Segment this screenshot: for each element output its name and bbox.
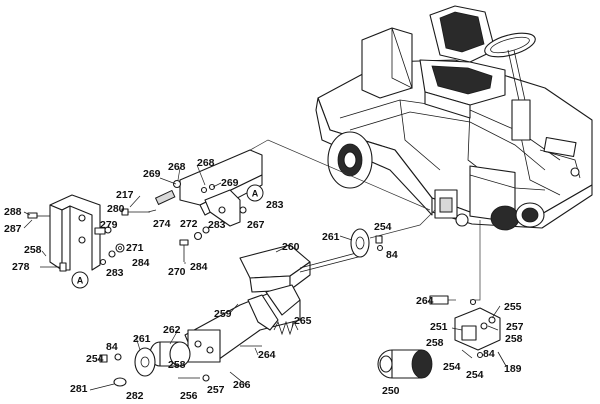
callout-258-right-b: 258 bbox=[505, 333, 523, 345]
callout-84-lower: 84 bbox=[106, 341, 118, 353]
callout-267: 267 bbox=[247, 219, 265, 231]
callout-283-left: 283 bbox=[106, 267, 124, 279]
callout-271: 271 bbox=[126, 242, 144, 254]
left-mount-bracket bbox=[27, 194, 150, 272]
callout-258-lower: 258 bbox=[168, 359, 186, 371]
callout-269-right: 269 bbox=[221, 177, 239, 189]
callout-283-mid: 283 bbox=[208, 219, 226, 231]
callout-labels: 288 287 258 278 217 280 279 271 283 284 … bbox=[4, 157, 524, 402]
callout-281: 281 bbox=[70, 383, 88, 395]
callout-258-left: 258 bbox=[24, 244, 42, 256]
callout-262: 262 bbox=[163, 324, 181, 336]
callout-189: 189 bbox=[504, 363, 522, 375]
callout-261-upper: 261 bbox=[322, 231, 340, 243]
callout-254-lower: 254 bbox=[86, 353, 104, 365]
callout-280: 280 bbox=[107, 203, 125, 215]
callout-272: 272 bbox=[180, 218, 198, 230]
callout-leader-lines bbox=[23, 164, 501, 356]
callout-254-upper: 254 bbox=[374, 221, 392, 233]
callout-283-right: 283 bbox=[266, 199, 284, 211]
callout-261-lower: 261 bbox=[133, 333, 151, 345]
callout-257-right: 257 bbox=[506, 321, 524, 333]
hub-plate-261-upper bbox=[350, 228, 384, 258]
callout-84-right: 84 bbox=[483, 348, 495, 360]
actuator-slide-260 bbox=[239, 244, 363, 293]
reference-marker-a-left: A bbox=[71, 271, 89, 289]
callout-217: 217 bbox=[116, 189, 134, 201]
callout-288: 288 bbox=[4, 206, 22, 218]
callout-264-right: 264 bbox=[416, 295, 434, 307]
callout-258-right-a: 258 bbox=[426, 337, 444, 349]
reference-marker-a-right: A bbox=[246, 184, 264, 202]
svg-text:A: A bbox=[77, 276, 84, 286]
callout-279: 279 bbox=[100, 219, 118, 231]
mid-pivot-bracket bbox=[154, 149, 263, 262]
callout-259: 259 bbox=[214, 308, 232, 320]
callout-284-left: 284 bbox=[132, 257, 150, 269]
callout-287: 287 bbox=[4, 223, 22, 235]
callout-274: 274 bbox=[153, 218, 171, 230]
callout-251: 251 bbox=[430, 321, 448, 333]
callout-270: 270 bbox=[168, 266, 186, 278]
callout-264-lower: 264 bbox=[258, 349, 276, 361]
callout-256: 256 bbox=[180, 390, 198, 402]
callout-250: 250 bbox=[382, 385, 400, 397]
callout-284-mid: 284 bbox=[190, 261, 208, 273]
mower-body-illustration bbox=[315, 5, 593, 231]
callout-266: 266 bbox=[233, 379, 251, 391]
callout-257-lower: 257 bbox=[207, 384, 225, 396]
callout-254-right-a: 254 bbox=[443, 361, 461, 373]
callout-268-right: 268 bbox=[197, 157, 215, 169]
callout-265: 265 bbox=[294, 315, 312, 327]
callout-269-left: 269 bbox=[143, 168, 161, 180]
callout-84-upper: 84 bbox=[386, 249, 398, 261]
lower-actuator-assembly bbox=[89, 284, 301, 391]
callout-255: 255 bbox=[504, 301, 522, 313]
callout-282: 282 bbox=[126, 390, 144, 402]
callout-260: 260 bbox=[282, 241, 300, 253]
callout-278: 278 bbox=[12, 261, 30, 273]
svg-text:A: A bbox=[252, 189, 259, 199]
callout-254-right-b: 254 bbox=[466, 369, 484, 381]
callout-268-left: 268 bbox=[168, 161, 186, 173]
